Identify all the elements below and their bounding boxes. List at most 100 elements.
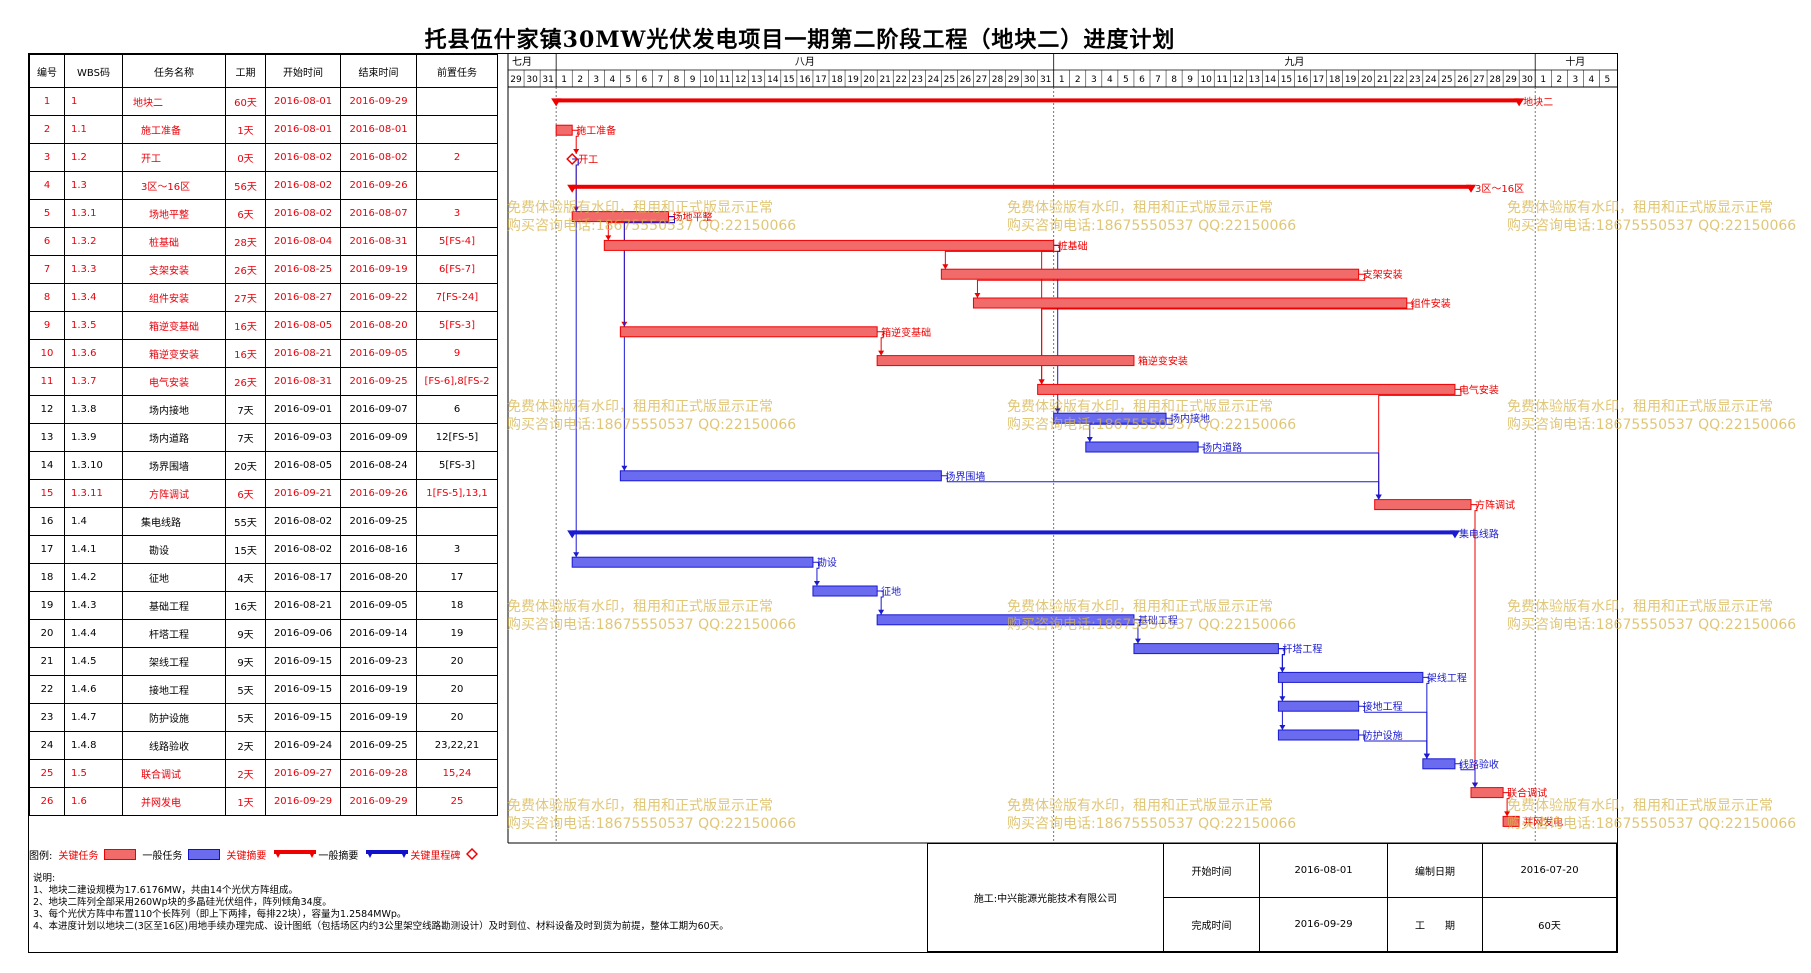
legend-critical-summary-swatch: [274, 850, 317, 858]
dependency-arrow: [621, 465, 628, 471]
day-label: 9: [690, 75, 696, 85]
task-bar-label: 征地: [881, 585, 901, 598]
dependency-arrow: [878, 350, 885, 356]
task-bar: [603, 239, 1055, 251]
day-label: 18: [831, 75, 843, 85]
day-label: 28: [992, 75, 1004, 85]
day-label: 31: [542, 75, 553, 85]
task-bar: [876, 355, 1135, 367]
task-end-cell: 2016-09-19: [340, 675, 417, 704]
task-id-cell: 3: [29, 143, 65, 172]
footer-end-label: 完成时间: [1163, 897, 1260, 952]
milestone-marker: [566, 152, 579, 166]
task-duration-cell: 2天: [225, 759, 266, 788]
task-start-cell: 2016-08-04: [265, 227, 341, 256]
task-name-cell: 架线工程: [122, 647, 226, 676]
legend-critical-task-label: 关键任务: [58, 850, 99, 862]
task-id-cell: 5: [29, 199, 65, 228]
footer-compile-value: 2016-07-20: [1482, 843, 1617, 898]
task-predecessor-cell: 6: [416, 395, 498, 424]
task-end-cell: 2016-09-23: [340, 647, 417, 676]
day-label: 29: [510, 75, 522, 85]
table-header-row: 编号 WBS码 任务名称 工期 开始时间 结束时间 前置任务: [29, 54, 498, 88]
day-label: 22: [895, 75, 906, 85]
day-label: 1: [561, 75, 567, 85]
task-bar: [1277, 700, 1360, 712]
task-predecessor-cell: [FS-6],8[FS-2: [416, 367, 498, 396]
task-bar: [1277, 671, 1424, 683]
task-bar-label: 场界围墙: [945, 470, 985, 483]
task-bar: [1470, 787, 1504, 799]
dependency-arrow: [605, 235, 612, 241]
dependency-line: [623, 216, 675, 327]
task-wbs-cell: 1.6: [64, 787, 123, 816]
legend-task-swatch: [188, 848, 221, 860]
legend-critical-milestone-swatch: [466, 848, 479, 860]
day-label: 28: [1489, 75, 1501, 85]
task-name-cell: 方阵调试: [122, 479, 226, 508]
footer-start-value: 2016-08-01: [1259, 843, 1388, 898]
task-bar-label: 方阵调试: [1475, 499, 1515, 512]
day-label: 30: [526, 75, 538, 85]
task-bar-label: 场内接地: [1170, 412, 1210, 425]
day-label: 4: [1589, 75, 1595, 85]
task-bar: [1053, 412, 1167, 424]
day-label: 17: [815, 75, 826, 85]
task-name-cell: 勘设: [122, 535, 226, 564]
task-end-cell: 2016-08-16: [340, 535, 417, 564]
day-label: 12: [1233, 75, 1244, 85]
day-label: 16: [1297, 75, 1309, 85]
task-bar-label: 集电线路: [1459, 527, 1499, 540]
day-label: 24: [928, 75, 940, 85]
task-start-cell: 2016-08-02: [265, 535, 341, 564]
day-label: 18: [1329, 75, 1341, 85]
task-bar: [1037, 383, 1456, 395]
day-label: 9: [1187, 75, 1193, 85]
task-name-cell: 场内道路: [122, 423, 226, 452]
task-name-cell: 场地平整: [122, 199, 226, 228]
task-bar-label: 桩基础: [1058, 239, 1088, 252]
month-label: 九月: [1284, 56, 1304, 68]
day-label: 17: [1313, 75, 1324, 85]
day-label: 21: [879, 75, 890, 85]
day-label: 26: [960, 75, 972, 85]
task-predecessor-cell: 15,24: [416, 759, 498, 788]
dependency-line: [1422, 676, 1430, 759]
dependency-arrow: [878, 609, 885, 615]
task-bar: [972, 297, 1408, 309]
task-bar-label: 施工准备: [576, 124, 616, 137]
dependency-line: [941, 475, 1380, 500]
day-label: 7: [658, 75, 664, 85]
dependency-line: [1378, 388, 1462, 500]
task-predecessor-cell: 2: [416, 143, 498, 172]
task-bar: [1277, 729, 1360, 741]
task-predecessor-cell: 20: [416, 703, 498, 732]
task-name-cell: 并网发电: [122, 787, 226, 816]
month-label: 七月: [512, 56, 532, 68]
legend-task-label: 一般任务: [142, 850, 183, 862]
day-label: 11: [719, 75, 730, 85]
task-predecessor-cell: 12[FS-5]: [416, 423, 498, 452]
day-label: 29: [1008, 75, 1020, 85]
footer-company: 施工:中兴能源光能技术有限公司: [927, 843, 1164, 952]
task-id-cell: 22: [29, 675, 65, 704]
dependency-line: [1503, 792, 1510, 817]
task-predecessor-cell: 20: [416, 647, 498, 676]
day-label: 30: [1024, 75, 1036, 85]
task-name-cell: 场界围墙: [122, 451, 226, 480]
day-label: 21: [1377, 75, 1388, 85]
day-label: 25: [1441, 75, 1452, 85]
day-label: 16: [799, 75, 811, 85]
task-wbs-cell: 1.4.2: [64, 563, 123, 592]
task-start-cell: 2016-08-17: [265, 563, 341, 592]
task-wbs-cell: 1.3.8: [64, 395, 123, 424]
